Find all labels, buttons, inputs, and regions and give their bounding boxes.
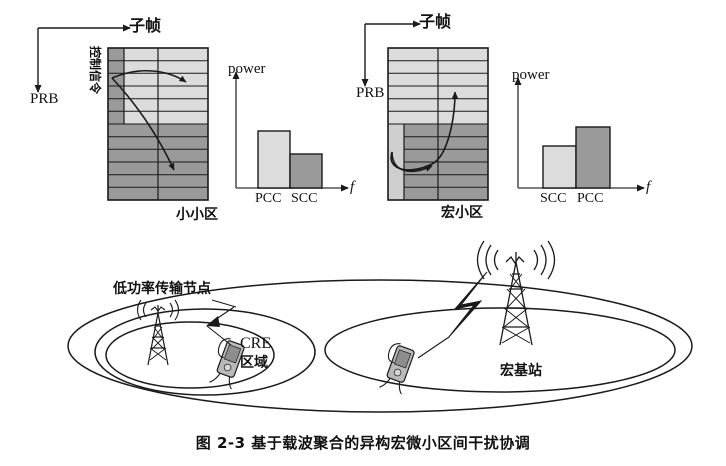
small-cell-power-chart bbox=[232, 71, 349, 192]
macro-cell-prb-label: PRB bbox=[356, 85, 385, 101]
ue-keypad-macro bbox=[393, 368, 402, 377]
power-bar-scc bbox=[289, 153, 323, 189]
outer-coverage-ellipse bbox=[67, 279, 693, 413]
control-signal-column-macro bbox=[388, 124, 404, 200]
ue-cord-macro bbox=[379, 378, 402, 395]
macro-cell-allocation-arrows bbox=[390, 91, 459, 173]
low-power-node-tower bbox=[136, 299, 180, 366]
ue-cord-small bbox=[209, 373, 232, 390]
allocation-arrow-mid bbox=[391, 151, 433, 173]
small-cell-name-label: 小小区 bbox=[176, 207, 218, 223]
small-cell-panel bbox=[34, 24, 349, 201]
power-bar-pcc bbox=[257, 130, 291, 189]
small-cell-ue-link bbox=[206, 306, 235, 346]
macro-cell-power-ylabel: power bbox=[512, 67, 550, 83]
small-cell-subframe-label: 子帧 bbox=[129, 16, 162, 35]
cre-label-line2: 区域 bbox=[240, 355, 268, 371]
small-cell-bar-label-pcc: PCC bbox=[255, 191, 282, 206]
allocation-arrow-up bbox=[390, 91, 459, 171]
grid-border bbox=[107, 47, 209, 201]
small-cell-resource-grid bbox=[107, 47, 209, 201]
interference-link-line bbox=[417, 336, 450, 359]
small-cell-bar-label-scc: SCC bbox=[291, 191, 318, 206]
network-topology bbox=[67, 240, 693, 413]
macro-cell-power-xlabel: f bbox=[646, 179, 651, 195]
macro-cell-subframe-label: 子帧 bbox=[419, 12, 452, 31]
tower-outline-small bbox=[147, 312, 169, 366]
macro-cell-ue-device bbox=[379, 343, 415, 395]
macro-cell-bar-label-pcc: PCC bbox=[577, 191, 604, 206]
small-cell-allocation-arrows bbox=[111, 69, 187, 171]
ue-keypad-small bbox=[223, 363, 232, 372]
macro-base-station-label: 宏基站 bbox=[500, 363, 542, 379]
macro-cell-name-label: 宏小区 bbox=[441, 205, 483, 221]
ue-handle-small bbox=[217, 338, 231, 359]
small-cell-ellipse bbox=[105, 321, 275, 389]
low-power-node-label: 低功率传输节点 bbox=[113, 281, 211, 297]
macro-cell-resource-grid bbox=[387, 47, 489, 201]
power-bar-pcc-macro bbox=[575, 126, 611, 189]
small-cell-axes bbox=[34, 24, 131, 93]
macro-cell-panel bbox=[361, 20, 645, 201]
macro-base-station-tower bbox=[476, 240, 556, 346]
cre-label-line1: CRE bbox=[240, 335, 272, 352]
control-signal-label: 控制信令 bbox=[88, 46, 102, 95]
small-cell-power-ylabel: power bbox=[228, 61, 266, 77]
macro-cell-bar-label-scc: SCC bbox=[540, 191, 567, 206]
ue-screen-macro bbox=[393, 349, 412, 369]
grid-border-macro bbox=[387, 47, 489, 201]
ue-handle-macro bbox=[387, 343, 401, 364]
allocation-arrow-upper bbox=[111, 69, 187, 83]
figure-caption: 图 2-3 基于载波聚合的异构宏微小区间干扰协调 bbox=[195, 434, 531, 452]
macro-cell-ellipse bbox=[324, 307, 676, 393]
power-bar-scc-macro bbox=[542, 145, 577, 189]
allocation-arrow-lower bbox=[111, 77, 175, 171]
small-cell-power-xlabel: f bbox=[350, 179, 355, 195]
macro-cell-axes bbox=[361, 20, 421, 87]
low-power-node-leader-line bbox=[211, 299, 237, 308]
ue-screen-small bbox=[223, 344, 242, 364]
macro-cell-power-chart bbox=[514, 77, 645, 192]
cre-ellipse bbox=[94, 308, 316, 396]
small-cell-prb-label: PRB bbox=[30, 91, 59, 107]
small-cell-ue-device bbox=[209, 338, 245, 390]
